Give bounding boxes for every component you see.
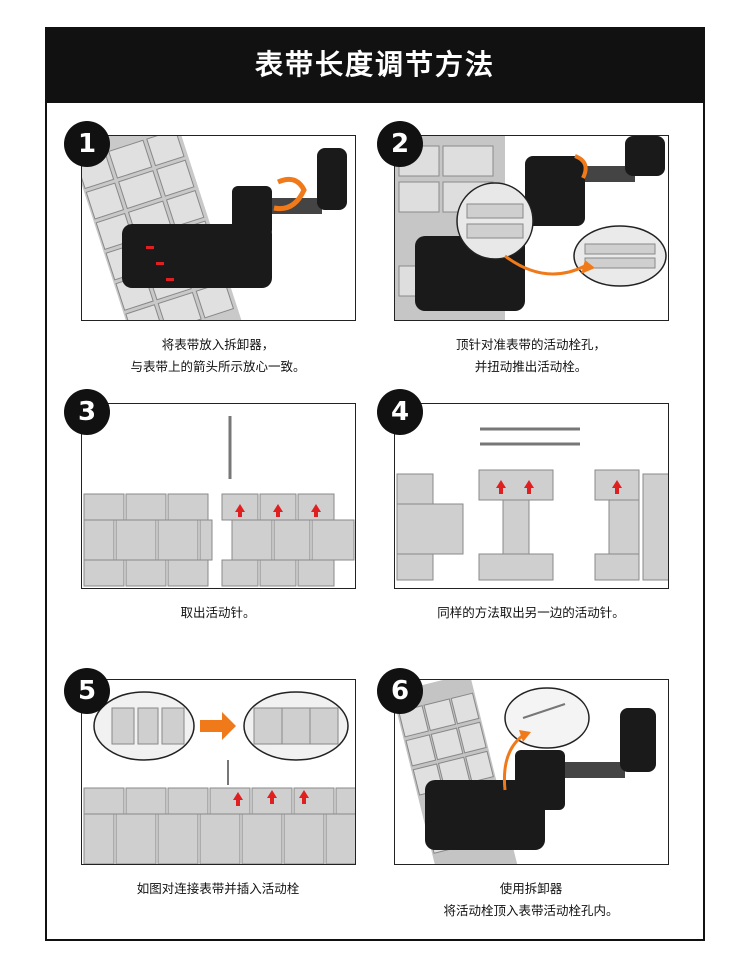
step-1-number: 1 (64, 121, 110, 167)
step-5-caption-line1: 如图对连接表带并插入活动栓 (136, 881, 300, 896)
step-2-caption-line1: 顶针对准表带的活动栓孔， (455, 337, 606, 352)
watch-band (82, 136, 248, 320)
step-3-caption: 取出活动针。 (68, 602, 368, 624)
step-2-caption-line2: 并扭动推出活动栓。 (474, 359, 588, 374)
step-5-caption: 如图对连接表带并插入活动栓 (68, 878, 368, 900)
step-1-caption-line1: 将表带放入拆卸器， (161, 337, 275, 352)
step-1-caption: 将表带放入拆卸器， 与表带上的箭头所示放心一致。 (68, 334, 368, 378)
step-1-caption-line2: 与表带上的箭头所示放心一致。 (130, 359, 306, 374)
step-6-caption-line2: 将活动栓顶入表带活动栓孔内。 (443, 903, 619, 918)
step-6-caption: 使用拆卸器 将活动栓顶入表带活动栓孔内。 (381, 878, 681, 922)
zoom-circle (456, 182, 534, 260)
step-5-image (81, 679, 356, 865)
step-3-number: 3 (64, 389, 110, 435)
step-3-image (81, 403, 356, 589)
step-3-caption-line1: 取出活动针。 (180, 605, 256, 620)
step-6-image (394, 679, 669, 865)
step-4-number: 4 (377, 389, 423, 435)
step-4-image (394, 403, 669, 589)
step-6-number: 6 (377, 668, 423, 714)
arrow-icon (200, 712, 236, 740)
step-2-image (394, 135, 669, 321)
step-1-image (81, 135, 356, 321)
page-title: 表带长度调节方法 (45, 27, 705, 103)
band-tool (425, 708, 656, 850)
band-tool (122, 148, 347, 288)
step-2-caption: 顶针对准表带的活动栓孔， 并扭动推出活动栓。 (381, 334, 681, 378)
step-4-caption: 同样的方法取出另一边的活动针。 (381, 602, 681, 624)
step-5-number: 5 (64, 668, 110, 714)
step-6-caption-line1: 使用拆卸器 (499, 881, 563, 896)
step-2-number: 2 (377, 121, 423, 167)
step-4-caption-line1: 同样的方法取出另一边的活动针。 (437, 605, 625, 620)
